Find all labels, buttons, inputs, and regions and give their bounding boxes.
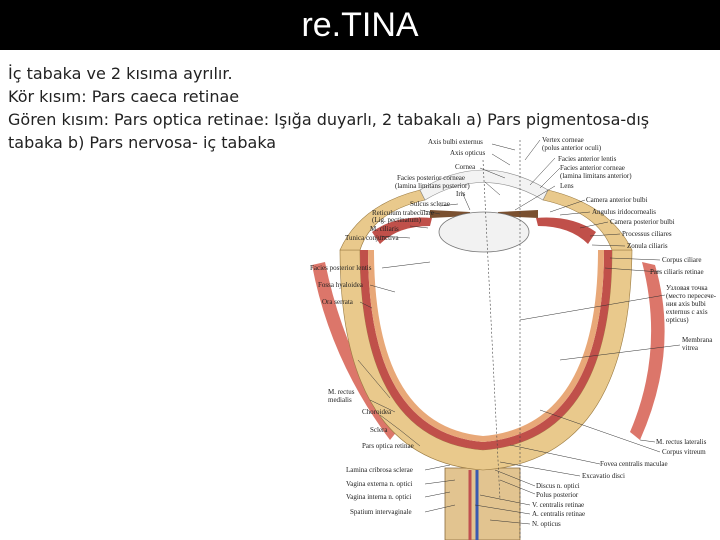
label-iris: Iris <box>456 190 466 198</box>
label-processus-ciliares: Processus ciliares <box>622 230 672 238</box>
m-rectus-lateralis-shape <box>630 262 665 440</box>
label-zonula-ciliaris: Zonula ciliaris <box>627 242 668 250</box>
slide-title: re.TINA <box>301 5 419 44</box>
label-cornea: Cornea <box>455 163 476 171</box>
label-fossa-hyaloidea: Fossa hyaloidea <box>318 281 364 289</box>
optic-nerve <box>444 467 521 540</box>
m-rectus-medialis-shape <box>312 262 398 440</box>
label-discus-n-optici: Discus n. optici <box>536 482 580 490</box>
label-pars-ciliaris-retinae: Pars ciliaris retinae <box>650 268 704 276</box>
label-polus-anterior: (polus anterior oculi) <box>542 144 602 152</box>
label-facies-posterior-lentis: Facies posterior lentis <box>310 264 372 272</box>
label-m-rectus-medialis-1: M. rectus <box>328 388 355 396</box>
label-m-ciliaris: M. ciliaris <box>370 225 399 233</box>
label-vagina-interna: Vagina interna n. optici <box>346 493 411 501</box>
label-a-centralis: A. centralis retinae <box>532 510 585 518</box>
label-lamina-limitans-anterior: (lamina limitans anterior) <box>560 172 632 180</box>
label-reticulum-trabeculare: Reticulum trabeculare <box>372 209 434 217</box>
label-equator-1: Узловая точка <box>666 284 708 292</box>
label-sclera: Sclera <box>370 426 388 434</box>
label-equator-4: externus с axis <box>666 308 708 316</box>
label-spatium-intervaginale: Spatium intervaginale <box>350 508 412 516</box>
title-bar: re.TINA <box>0 0 720 50</box>
body-line-1: İç tabaka ve 2 kısıma ayrılır. <box>8 64 233 83</box>
lens-shape <box>438 211 530 253</box>
label-polus-posterior: Polus posterior <box>536 491 579 499</box>
label-angulus-iridocornealis: Angulus iridocornealis <box>592 208 656 216</box>
label-n-opticus: N. opticus <box>532 520 561 528</box>
label-lig-pectinatum: (Lig. pectinatum) <box>372 216 422 224</box>
label-m-rectus-medialis-2: medialis <box>328 396 352 404</box>
slide-body-text: İç tabaka ve 2 kısıma ayrılır. Kör kısım… <box>8 62 716 154</box>
body-line-3: Gören kısım: Pars optica retinae: Işığa … <box>8 110 650 129</box>
label-v-centralis: V. centralis retinae <box>532 501 584 509</box>
label-equator-5: opticus) <box>666 316 689 324</box>
label-vertex-corneae: Vertex corneae <box>542 136 584 144</box>
cornea-shape <box>419 169 549 201</box>
label-lamina-cribrosa: Lamina cribrosa sclerae <box>346 466 413 474</box>
label-axis-opticus: Axis opticus <box>450 149 485 157</box>
label-camera-posterior-bulbi: Camera posterior bulbi <box>610 218 675 226</box>
label-membrana-vitrea-1: Membrana <box>682 336 713 344</box>
label-vagina-externa: Vagina externa n. optici <box>346 480 413 488</box>
label-lamina-limitans-posterior: (lamina limitans posterior) <box>395 182 470 190</box>
label-facies-anterior-corneae: Facies anterior corneae <box>560 164 625 172</box>
label-m-rectus-lateralis: M. rectus lateralis <box>656 438 707 446</box>
label-ora-serrata: Ora serrata <box>322 298 354 306</box>
label-fovea-centralis: Fovea centralis maculae <box>600 460 668 468</box>
label-camera-anterior-bulbi: Camera anterior bulbi <box>586 196 647 204</box>
label-lens: Lens <box>560 182 574 190</box>
label-facies-anterior-lentis: Facies anterior lentis <box>558 155 617 163</box>
label-axis-bulbi-externus: Axis bulbi externus <box>428 138 483 146</box>
label-tunica-conjunctiva: Tunica conjunctiva <box>345 234 399 242</box>
label-corpus-vitreum: Corpus vitreum <box>662 448 706 456</box>
label-equator-3: ния axis bulbi <box>666 300 706 308</box>
ciliary-body-left <box>372 217 432 244</box>
ciliary-body-right <box>536 217 596 244</box>
label-equator-2: (место пересече- <box>666 292 717 300</box>
label-pars-optica-retinae: Pars optica retinae <box>362 442 414 450</box>
body-line-4: tabaka b) Pars nervosa- iç tabaka <box>8 133 277 152</box>
label-corpus-ciliare: Corpus ciliare <box>662 256 701 264</box>
body-line-2: Kör kısım: Pars caeca retinae <box>8 87 240 106</box>
label-excavatio-disci: Excavatio disci <box>582 472 625 480</box>
label-choroidea: Choroidea <box>362 408 392 416</box>
label-sulcus-sclerae: Sulcus sclerae <box>410 200 450 208</box>
label-facies-posterior-corneae: Facies posterior corneae <box>397 174 465 182</box>
label-membrana-vitrea-2: vitrea <box>682 344 699 352</box>
